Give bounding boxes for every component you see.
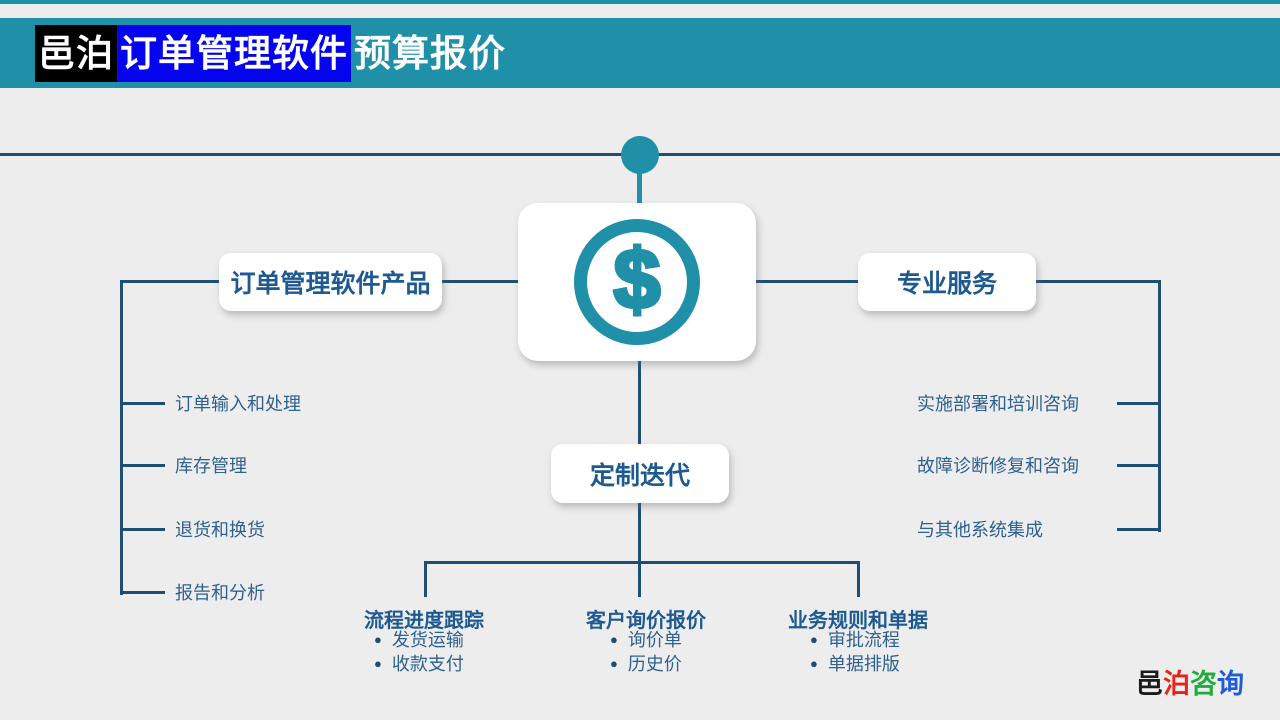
right-item-tick (1117, 528, 1161, 531)
company-logo: 邑泊咨询 (1136, 662, 1244, 701)
bullet-label: 单据排版 (827, 654, 900, 674)
bullet-item: ● 审批流程 (810, 628, 900, 652)
bullet-label: 询价单 (627, 630, 682, 650)
top-accent-strip (0, 0, 1280, 4)
bullet-item: ● 发货运输 (374, 628, 464, 652)
bullet-item: ● 历史价 (610, 652, 682, 676)
bullet-label: 审批流程 (827, 630, 900, 650)
bullet-item: ● 询价单 (610, 628, 682, 652)
branch-label-services: 专业服务 (858, 253, 1036, 311)
bullet-item: ● 单据排版 (810, 652, 900, 676)
bullet-icon: ● (374, 656, 382, 671)
bullet-icon: ● (810, 656, 818, 671)
left-item-tick (120, 528, 165, 531)
logo-char: 邑 (1136, 669, 1163, 699)
branch-label-text: 专业服务 (896, 270, 997, 298)
left-item: 退货和换货 (175, 520, 265, 540)
column-title: 客户询价报价 (586, 610, 706, 632)
bullet-label: 历史价 (627, 654, 682, 674)
branch-label-text: 定制迭代 (589, 461, 690, 490)
right-item-tick (1117, 402, 1161, 405)
column-title: 业务规则和单据 (788, 610, 928, 632)
bullet-icon: ● (810, 632, 818, 647)
bottom-column-drop (424, 561, 427, 597)
logo-char: 询 (1217, 669, 1244, 699)
logo-char: 泊 (1163, 669, 1190, 699)
left-item: 报告和分析 (175, 583, 265, 603)
title-brand-highlight: 邑泊 (35, 24, 117, 82)
bottom-column-drop (638, 561, 641, 597)
bullet-label: 收款支付 (391, 654, 464, 674)
title-product-highlight: 订单管理软件 (117, 24, 351, 82)
timeline-node-circle (621, 136, 659, 174)
left-item-tick (120, 464, 165, 467)
dollar-icon: $ (574, 219, 700, 345)
dollar-symbol: $ (612, 232, 663, 326)
bullet-icon: ● (374, 632, 382, 647)
bottom-column-drop (857, 561, 860, 597)
bottom-branch-rail (424, 561, 860, 564)
branch-label-custom-iteration: 定制迭代 (551, 444, 729, 503)
page-title: 邑泊订单管理软件预算报价 (35, 24, 509, 82)
right-branch-spine (1158, 280, 1161, 532)
money-card: $ (518, 203, 756, 361)
bullet-label: 发货运输 (391, 630, 464, 650)
node-to-card-connector (637, 155, 642, 205)
logo-char: 咨 (1190, 669, 1217, 699)
bullet-item: ● 收款支付 (374, 652, 464, 676)
left-item-tick (120, 402, 165, 405)
left-branch-spine (120, 280, 123, 595)
left-item: 库存管理 (175, 456, 247, 476)
right-item-tick (1117, 464, 1161, 467)
branch-label-text: 订单管理软件产品 (230, 270, 431, 298)
bullet-icon: ● (610, 632, 618, 647)
bullet-icon: ● (610, 656, 618, 671)
left-item-tick (120, 591, 165, 594)
branch-label-products: 订单管理软件产品 (219, 253, 442, 311)
header-bar: 邑泊订单管理软件预算报价 (0, 18, 1280, 88)
title-suffix: 预算报价 (354, 32, 506, 74)
right-item: 与其他系统集成 (917, 520, 1043, 540)
left-item: 订单输入和处理 (175, 394, 301, 414)
right-item: 实施部署和培训咨询 (917, 394, 1079, 414)
column-title: 流程进度跟踪 (364, 610, 484, 632)
right-item: 故障诊断修复和咨询 (917, 456, 1079, 476)
